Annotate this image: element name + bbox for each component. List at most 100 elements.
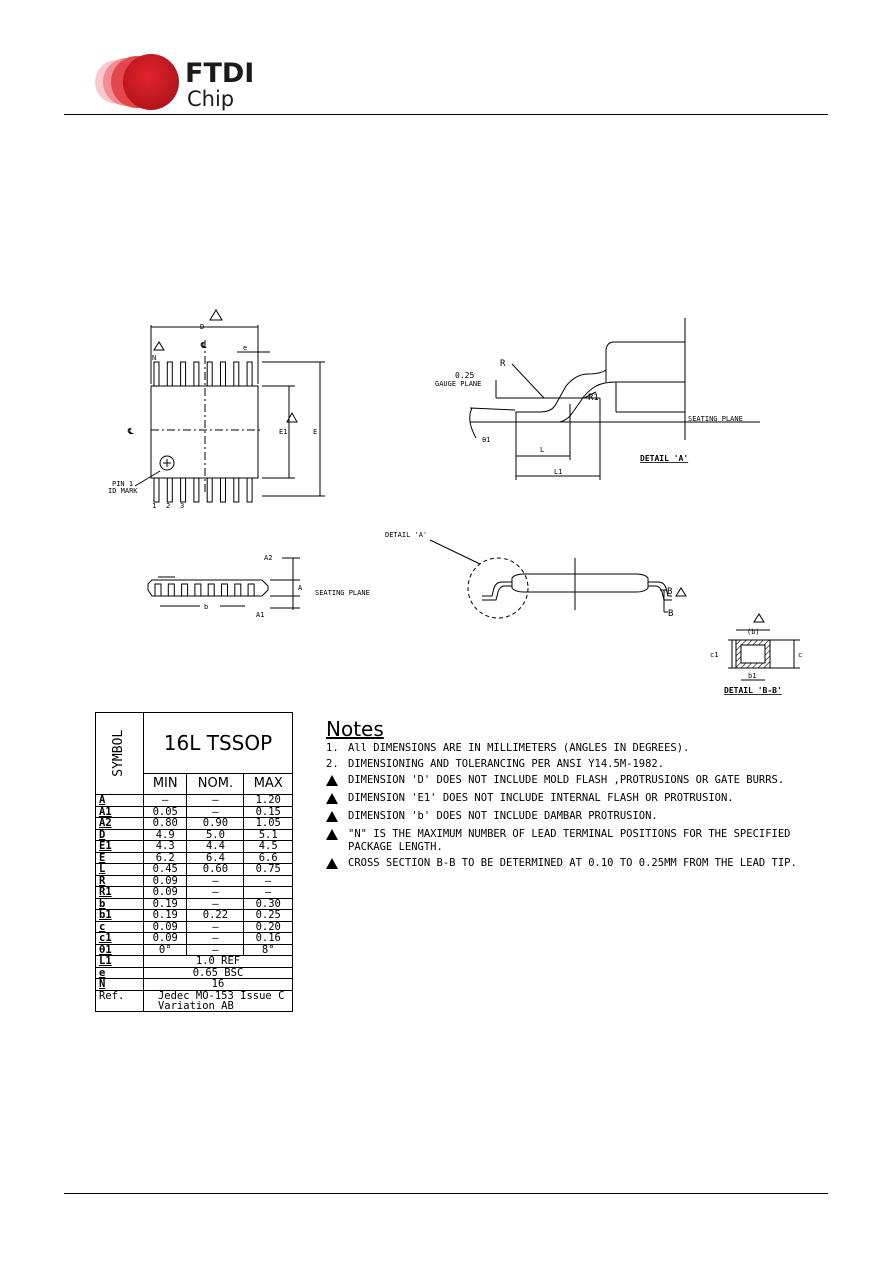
label-theta: θ1 [482,436,490,444]
gauge-plane: GAUGE PLANE [435,380,481,388]
row-symbol: A [95,794,144,807]
row-symbol: b1 [95,909,144,922]
row-nom: 0.22 [186,909,245,922]
note-item: "N" IS THE MAXIMUM NUMBER OF LEAD TERMIN… [326,828,826,854]
triangle-marker-icon [326,792,348,807]
label-c: c [798,651,802,659]
row-min: — [142,794,188,807]
side-lead [247,583,255,597]
row-min: 0.05 [142,805,188,818]
note-item: DIMENSION 'b' DOES NOT INCLUDE DAMBAR PR… [326,810,826,825]
col-min: MIN [142,773,188,795]
note-number: 1. [326,742,339,754]
row-min: 0.09 [142,920,188,933]
pin1-label-2: ID MARK [108,487,138,495]
top-view [134,325,325,503]
note-text: DIMENSION 'D' DOES NOT INCLUDE MOLD FLAS… [348,774,785,786]
label-b1: b1 [748,672,756,680]
note-item: DIMENSION 'D' DOES NOT INCLUDE MOLD FLAS… [326,774,826,789]
label-a: A [298,584,303,592]
note-text: DIMENSION 'b' DOES NOT INCLUDE DAMBAR PR… [348,810,658,822]
label-n: N [152,354,156,362]
seating-plane-a: SEATING PLANE [688,415,743,423]
footer-rule [64,1193,828,1194]
row-nom: 6.4 [186,851,245,864]
row-max: 0.75 [243,863,293,876]
detail-bb-title: DETAIL 'B-B' [724,686,782,695]
row-value: 0.65 BSC [142,966,294,979]
row-min: 0.09 [142,886,188,899]
row-max: 0.30 [243,897,293,910]
pin-number-1: 1 [152,502,156,510]
label-l: L [540,446,544,454]
bottom-lead [233,477,240,503]
top-lead [246,361,253,387]
row-max: — [243,874,293,887]
note-text: DIMENSIONING AND TOLERANCING PER ANSI Y1… [348,758,665,770]
row-nom: — [186,886,245,899]
centerline-top: ℄ [200,341,207,350]
triangle-marker-icon [326,828,348,854]
row-symbol: R [95,874,144,887]
row-nom: 5.0 [186,828,245,841]
row-min: 0.09 [142,932,188,945]
triangle-marker-icon [326,857,348,872]
side-lead [207,583,215,597]
bottom-lead [220,477,226,503]
row-min: 0.19 [142,909,188,922]
row-max: 0.25 [243,909,293,922]
top-lead [153,361,160,387]
side-lead [234,583,242,597]
side-lead [194,583,202,597]
row-symbol: b [95,897,144,910]
ref-line-1: Jedec MO-153 Issue C [157,989,285,1002]
note-item: 2. DIMENSIONING AND TOLERANCING PER ANSI … [326,758,826,771]
row-nom: — [186,920,245,933]
row-nom: 0.60 [186,863,245,876]
side-lead [167,583,175,597]
row-min: 0.45 [142,863,188,876]
ftdi-logo: FTDI Chip [95,52,265,112]
note-text: CROSS SECTION B-B TO BE DETERMINED AT 0.… [348,857,797,869]
row-value: 1.0 REF [142,955,294,968]
row-max: 1.05 [243,817,293,830]
top-lead [233,361,240,387]
ref-line-2: Variation AB [157,999,234,1012]
bottom-lead [153,477,160,503]
package-name: 16L TSSOP [142,712,294,774]
note-item: DIMENSION 'E1' DOES NOT INCLUDE INTERNAL… [326,792,826,807]
label-b-bottom: B [668,609,673,619]
top-lead [180,361,187,387]
row-nom: — [186,932,245,945]
row-symbol: A2 [95,817,144,830]
row-min: 0.09 [142,874,188,887]
note-number: 2. [326,758,339,770]
row-max: — [243,886,293,899]
triangle-marker-icon [326,774,348,789]
package-drawing: D N ℄ ℄ e E1 E PIN 1 ID MARK 1 2 3 0.25 … [108,309,802,695]
seating-plane-side: SEATING PLANE [315,589,370,597]
row-symbol: L1 [95,955,144,968]
bottom-lead [166,477,173,503]
top-lead [220,361,226,387]
row-min: 0.19 [142,897,188,910]
label-b-top: B [667,587,672,597]
triangle-marker-icon [326,810,348,825]
row-value: 16 [142,978,294,991]
note-item: CROSS SECTION B-B TO BE DETERMINED AT 0.… [326,857,826,872]
dimension-row: A——1.20 [95,794,293,807]
